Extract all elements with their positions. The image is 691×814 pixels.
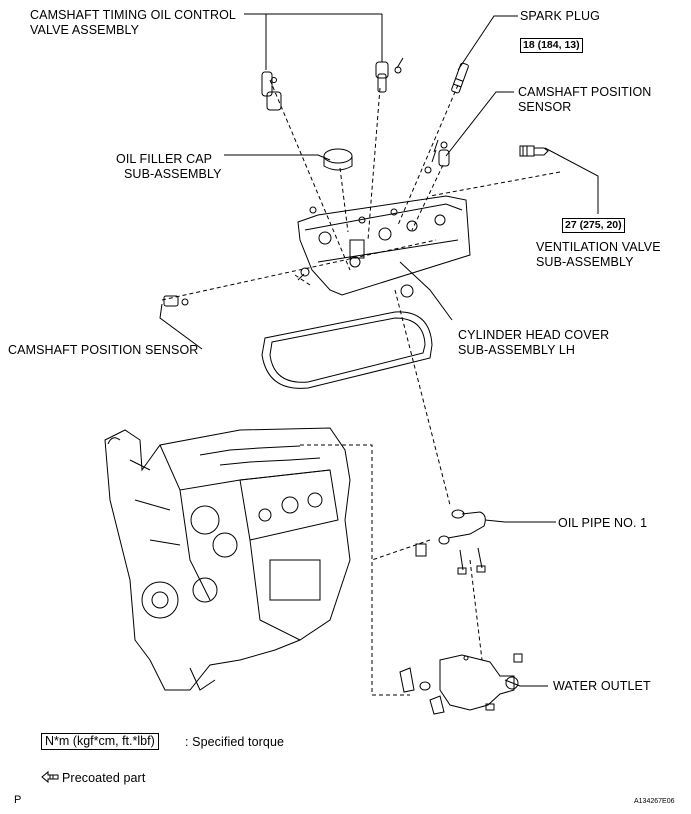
label-cylinder-head-cover-1: CYLINDER HEAD COVER (458, 328, 610, 342)
oil-filler-cap (323, 148, 353, 171)
legend-torque-desc: : Specified torque (185, 735, 285, 749)
camshaft-position-sensor-top (424, 139, 450, 174)
camshaft-timing-valve-left (261, 71, 282, 111)
camshaft-position-sensor-left (163, 295, 189, 307)
label-spark-plug: SPARK PLUG (520, 9, 600, 23)
label-ventilation-valve-2: SUB-ASSEMBLY (536, 255, 634, 269)
legend-precoated: Precoated part (62, 771, 146, 785)
oil-pipe (415, 509, 486, 575)
torque-ventilation-valve: 27 (275, 20) (562, 218, 625, 233)
camshaft-timing-valve-right (375, 57, 404, 93)
label-cylinder-head-cover-2: SUB-ASSEMBLY LH (458, 343, 576, 357)
torque-spark-plug: 18 (184, 13) (520, 38, 583, 53)
figure-id: A134267E06 (634, 798, 675, 805)
label-oil-pipe: OIL PIPE NO. 1 (558, 516, 648, 530)
spark-plug (451, 62, 469, 94)
label-camshaft-timing-valve-2: VALVE ASSEMBLY (30, 23, 140, 37)
precoated-arrow-icon (41, 770, 59, 784)
cylinder-head-cover (297, 195, 471, 298)
label-oil-filler-cap-2: SUB-ASSEMBLY (124, 167, 222, 181)
engine-block (104, 427, 351, 691)
ventilation-valve (519, 145, 549, 157)
label-camshaft-position-sensor-top-2: SENSOR (518, 100, 572, 114)
legend-torque-unit: N*m (kgf*cm, ft.*lbf) (41, 733, 159, 750)
label-camshaft-timing-valve-1: CAMSHAFT TIMING OIL CONTROL (30, 8, 236, 22)
label-water-outlet: WATER OUTLET (553, 679, 651, 693)
label-ventilation-valve-1: VENTILATION VALVE (536, 240, 661, 254)
gasket (261, 311, 433, 389)
label-camshaft-position-sensor-top-1: CAMSHAFT POSITION (518, 85, 652, 99)
page-marker: P (14, 794, 22, 806)
label-camshaft-position-sensor-left: CAMSHAFT POSITION SENSOR (8, 343, 199, 357)
water-outlet (399, 653, 523, 715)
leader-lines (159, 13, 599, 687)
label-oil-filler-cap-1: OIL FILLER CAP (116, 152, 213, 166)
